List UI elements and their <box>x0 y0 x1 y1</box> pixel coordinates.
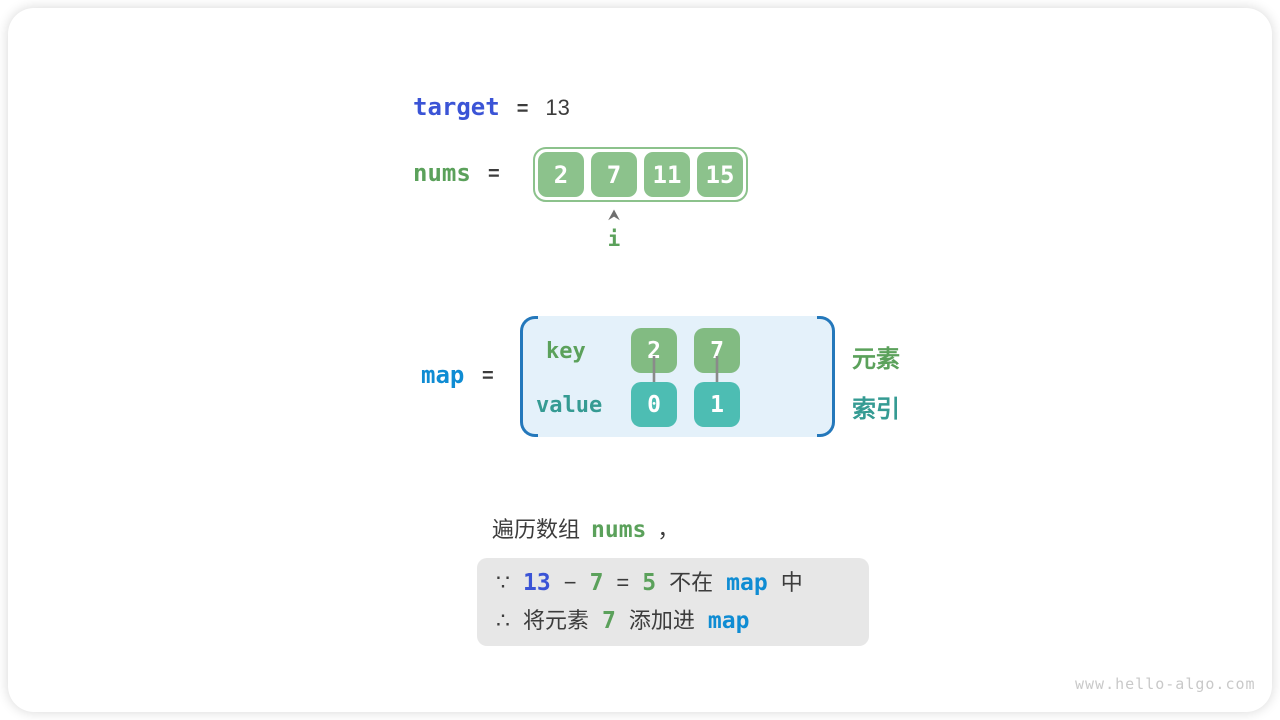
note-equals-sign: = <box>616 570 630 595</box>
map-right-bracket <box>817 316 835 437</box>
nums-array: 2 7 11 15 <box>533 147 748 202</box>
map-key-row-label: key <box>546 339 586 364</box>
site-watermark: www.hello-algo.com <box>1075 675 1256 693</box>
note-add-action-text: 添加进 <box>628 608 695 633</box>
map-entry: 7 1 <box>694 316 741 437</box>
map-value-cell: 1 <box>694 382 740 427</box>
note-element-value: 7 <box>602 608 616 634</box>
note-subtrahend-value: 7 <box>589 570 604 596</box>
map-entry: 2 0 <box>631 316 678 437</box>
index-pointer-label: i <box>607 227 621 251</box>
target-value: 13 <box>545 95 570 120</box>
note-map-code: map <box>726 570 768 596</box>
note-not-in-text: 不在 <box>669 570 714 595</box>
caption-comma: ， <box>657 517 680 542</box>
map-container: key value 2 0 7 1 <box>520 316 835 437</box>
caption-line: 遍历数组 nums ， <box>492 512 679 544</box>
map-key-cell: 7 <box>694 328 740 373</box>
note-add-prefix-text: 将元素 <box>523 608 590 633</box>
nums-array-cell: 11 <box>644 152 690 197</box>
index-pointer-up-icon <box>608 209 620 221</box>
note-difference-value: 5 <box>642 570 657 596</box>
target-row: target = 13 <box>413 93 570 121</box>
note-line-2: ∴ 将元素 7 添加进 map <box>496 603 869 641</box>
nums-array-cell: 7 <box>591 152 637 197</box>
therefore-symbol: ∴ <box>496 608 510 633</box>
map-variable-label: map <box>421 361 465 389</box>
index-annotation-label: 索引 <box>852 396 900 423</box>
note-in-suffix-text: 中 <box>780 570 803 595</box>
note-line-1: ∵ 13 − 7 = 5 不在 map 中 <box>496 565 869 603</box>
nums-equals-sign: = <box>488 163 500 185</box>
note-map-code: map <box>707 608 750 634</box>
map-left-bracket <box>520 316 538 437</box>
map-value-row-label: value <box>536 393 603 418</box>
minus-sign: − <box>563 570 577 595</box>
caption-nums-code: nums <box>591 517 647 543</box>
target-variable-label: target <box>413 93 500 121</box>
element-annotation-label: 元素 <box>852 346 900 373</box>
nums-array-cell: 2 <box>538 152 584 197</box>
map-value-cell: 0 <box>631 382 677 427</box>
target-equals-sign: = <box>516 98 529 120</box>
nums-array-cell: 15 <box>697 152 743 197</box>
nums-variable-label: nums <box>413 159 471 187</box>
note-minuend-value: 13 <box>523 570 551 596</box>
because-symbol: ∵ <box>496 570 510 595</box>
caption-prefix-text: 遍历数组 <box>492 517 581 542</box>
map-key-cell: 2 <box>631 328 677 373</box>
note-box: ∵ 13 − 7 = 5 不在 map 中 ∴ 将元素 7 添加进 map <box>477 558 869 646</box>
map-equals-sign: = <box>482 365 494 387</box>
